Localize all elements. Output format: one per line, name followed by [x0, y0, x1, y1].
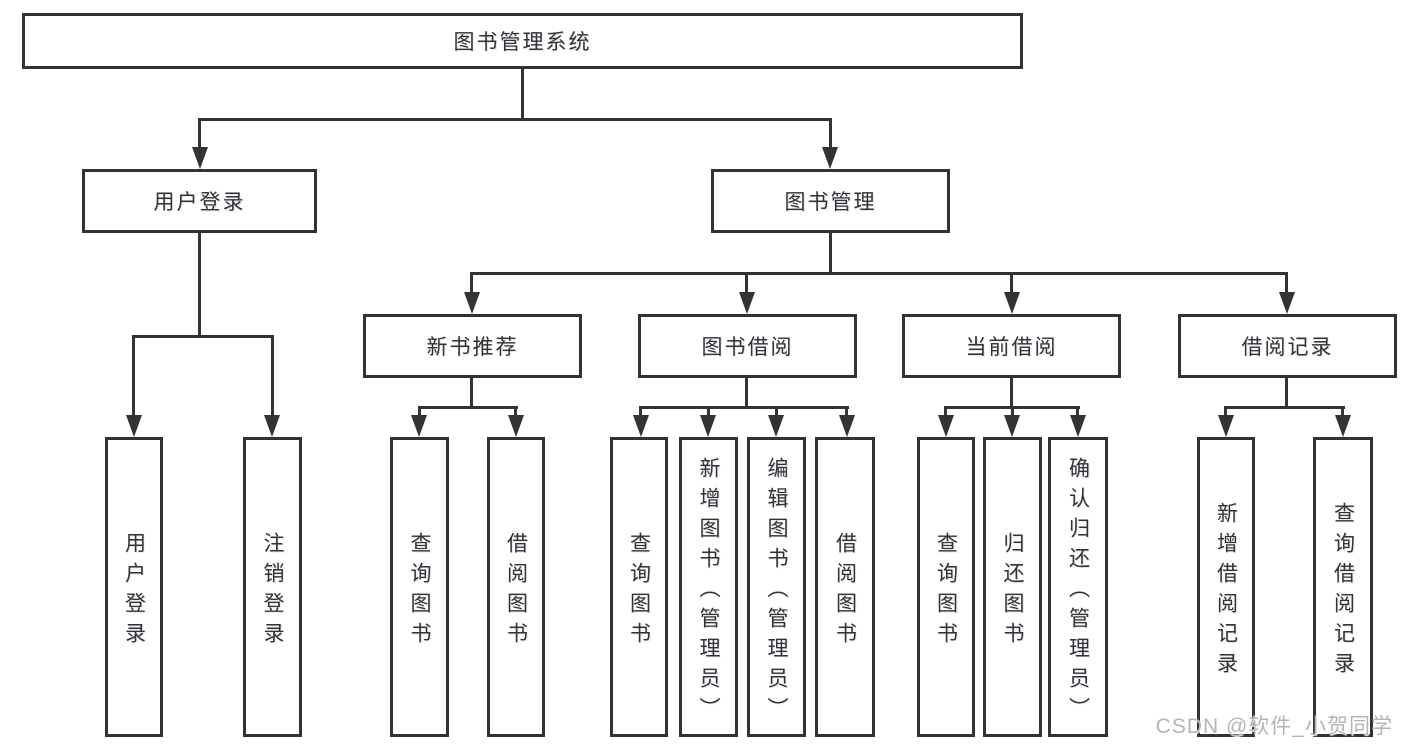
leaf-current-return-label: 归还图书 — [1001, 531, 1024, 652]
leaf-borrow-edit: 编辑图书（管理员） — [747, 437, 806, 737]
connector-userlogin-hbar — [132, 335, 274, 338]
leaf-newbooks-query: 查询图书 — [390, 437, 449, 737]
connector-newbooks-hbar — [418, 406, 518, 409]
leaf-current-confirm: 确认归还（管理员） — [1048, 437, 1108, 737]
leaf-current-query-label: 查询图书 — [934, 531, 958, 652]
arrow-down-icon — [126, 415, 142, 437]
node-user-login-label: 用户登录 — [153, 191, 246, 214]
connector-leaf-drop — [1224, 406, 1227, 416]
connector-leaf-drop — [271, 335, 274, 416]
leaf-records-query: 查询借阅记录 — [1313, 437, 1373, 737]
arrow-down-icon — [839, 415, 855, 437]
leaf-logout-label: 注销登录 — [261, 531, 284, 652]
connector-level1-hbar — [198, 118, 831, 121]
arrow-down-icon — [264, 415, 280, 437]
node-new-books-label: 新书推荐 — [426, 336, 519, 359]
connector-level3-drop — [470, 272, 473, 293]
leaf-logout: 注销登录 — [243, 437, 302, 737]
connector-newbooks-stem — [470, 378, 473, 408]
arrow-down-icon — [508, 415, 524, 437]
connector-bookborrow-hbar — [639, 406, 849, 409]
leaf-current-confirm-label: 确认归还（管理员） — [1066, 456, 1090, 727]
watermark: CSDN @软件_小贺同学 — [1155, 715, 1393, 738]
node-root: 图书管理系统 — [22, 13, 1023, 69]
leaf-borrow-add-label: 新增图书（管理员） — [697, 456, 720, 727]
leaf-borrow-query: 查询图书 — [610, 437, 668, 737]
arrow-down-icon — [1335, 415, 1351, 437]
arrow-down-icon — [1218, 415, 1234, 437]
arrow-down-icon — [192, 147, 208, 169]
leaf-records-query-label: 查询借阅记录 — [1331, 501, 1355, 682]
connector-bookmgmt-stem — [829, 233, 832, 274]
leaf-newbooks-borrow-label: 借阅图书 — [504, 531, 528, 652]
connector-level3-drop — [745, 272, 748, 293]
arrow-down-icon — [938, 415, 954, 437]
node-user-login: 用户登录 — [82, 169, 317, 233]
leaf-borrow-query-label: 查询图书 — [627, 531, 651, 652]
connector-leaf-drop — [845, 406, 848, 416]
leaf-records-add-label: 新增借阅记录 — [1214, 501, 1238, 682]
leaf-borrow-borrow-label: 借阅图书 — [833, 531, 857, 652]
connector-records-stem — [1285, 378, 1288, 408]
connector-level3-drop — [1010, 272, 1013, 293]
connector-bookmgmt-drop — [829, 118, 832, 148]
node-borrow-records-label: 借阅记录 — [1241, 336, 1334, 359]
arrow-down-icon — [700, 415, 716, 437]
connector-leaf-drop — [418, 406, 421, 416]
arrow-down-icon — [1004, 415, 1020, 437]
node-current-borrow: 当前借阅 — [902, 314, 1121, 378]
connector-currentborrow-stem — [1010, 378, 1013, 408]
connector-leaf-drop — [1341, 406, 1344, 416]
arrow-down-icon — [464, 292, 480, 314]
arrow-down-icon — [411, 415, 427, 437]
leaf-newbooks-query-label: 查询图书 — [408, 531, 431, 652]
connector-bookborrow-stem — [745, 378, 748, 408]
connector-records-hbar — [1224, 406, 1345, 409]
leaf-user-login: 用户登录 — [105, 437, 163, 737]
leaf-current-query: 查询图书 — [917, 437, 975, 737]
node-root-label: 图书管理系统 — [453, 31, 592, 54]
connector-leaf-drop — [639, 406, 642, 416]
node-book-mgmt-label: 图书管理 — [784, 191, 877, 214]
leaf-borrow-add: 新增图书（管理员） — [679, 437, 738, 737]
node-new-books: 新书推荐 — [363, 314, 582, 378]
connector-leaf-drop — [132, 335, 135, 416]
leaf-borrow-edit-label: 编辑图书（管理员） — [765, 456, 788, 727]
node-book-borrow-label: 图书借阅 — [701, 336, 794, 359]
arrow-down-icon — [1070, 415, 1086, 437]
leaf-current-return: 归还图书 — [983, 437, 1042, 737]
node-book-mgmt: 图书管理 — [711, 169, 950, 233]
leaf-user-login-label: 用户登录 — [122, 531, 146, 652]
connector-userlogin-drop — [198, 118, 201, 148]
leaf-newbooks-borrow: 借阅图书 — [487, 437, 545, 737]
node-current-borrow-label: 当前借阅 — [965, 336, 1058, 359]
connector-leaf-drop — [1076, 406, 1079, 416]
connector-level2-hbar — [470, 272, 1288, 275]
node-book-borrow: 图书借阅 — [638, 314, 857, 378]
arrow-down-icon — [768, 415, 784, 437]
arrow-down-icon — [822, 147, 838, 169]
connector-userlogin-stem — [198, 233, 201, 337]
connector-leaf-drop — [775, 406, 778, 416]
connector-root-stem — [521, 69, 524, 120]
connector-level3-drop — [1285, 272, 1288, 293]
node-borrow-records: 借阅记录 — [1178, 314, 1397, 378]
leaf-records-add: 新增借阅记录 — [1197, 437, 1255, 737]
connector-leaf-drop — [944, 406, 947, 416]
arrow-down-icon — [633, 415, 649, 437]
arrow-down-icon — [1279, 292, 1295, 314]
arrow-down-icon — [1004, 292, 1020, 314]
connector-leaf-drop — [514, 406, 517, 416]
leaf-borrow-borrow: 借阅图书 — [815, 437, 875, 737]
connector-leaf-drop — [1011, 406, 1014, 416]
arrow-down-icon — [739, 292, 755, 314]
connector-leaf-drop — [707, 406, 710, 416]
